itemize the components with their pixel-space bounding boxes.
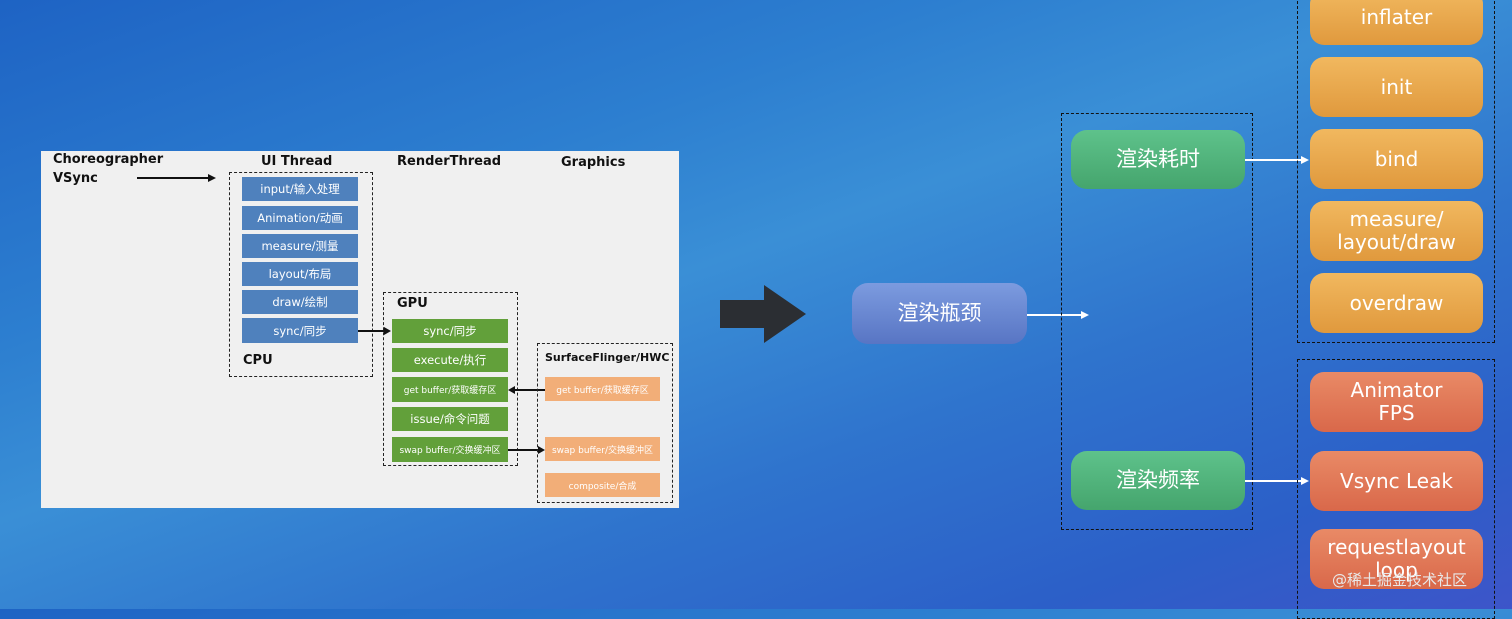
render-thread-header: RenderThread xyxy=(397,154,502,169)
sync-arrowhead xyxy=(384,327,391,335)
item-inflater: inflater xyxy=(1310,0,1483,45)
swap-buffer-arrowhead xyxy=(538,446,545,454)
time-items-group xyxy=(1297,0,1495,343)
sf-step-composite: composite/合成 xyxy=(545,473,660,497)
item-bind: bind xyxy=(1310,129,1483,189)
freq-connector-line xyxy=(1245,480,1301,482)
branch-rendering-frequency: 渲染频率 xyxy=(1071,451,1245,510)
gpu-group xyxy=(383,292,518,466)
cpu-group xyxy=(229,172,373,377)
sf-step-get-buffer: get buffer/获取缓存区 xyxy=(545,377,660,401)
ui-step-animation: Animation/动画 xyxy=(242,206,358,230)
get-buffer-arrowhead xyxy=(508,386,515,394)
get-buffer-arrow-line xyxy=(514,389,545,391)
branch-rendering-time: 渲染耗时 xyxy=(1071,130,1245,189)
root-node-rendering-bottleneck: 渲染瓶颈 xyxy=(852,283,1027,344)
ui-thread-header: UI Thread xyxy=(261,154,333,169)
gpu-step-swap-buffer: swap buffer/交换缓冲区 xyxy=(392,437,508,462)
surfaceflinger-group xyxy=(537,343,673,503)
freq-connector-arrowhead xyxy=(1301,477,1309,485)
item-vsync-leak: Vsync Leak xyxy=(1310,451,1483,511)
branch-group xyxy=(1061,113,1253,530)
big-right-arrow-icon xyxy=(720,285,806,343)
ui-step-input: input/输入处理 xyxy=(242,177,358,201)
item-init: init xyxy=(1310,57,1483,117)
vsync-arrowhead xyxy=(208,174,216,182)
gpu-step-issue: issue/命令问题 xyxy=(392,407,508,431)
graphics-header: Graphics xyxy=(561,155,626,170)
time-connector-line xyxy=(1245,159,1301,161)
gpu-label: GPU xyxy=(397,296,428,311)
item-requestlayout-loop: requestlayout loop xyxy=(1310,529,1483,589)
vsync-arrow-line xyxy=(137,177,209,179)
watermark-text: @稀土掘金技术社区 xyxy=(1332,571,1468,589)
root-connector-line xyxy=(1027,314,1081,316)
gpu-step-sync: sync/同步 xyxy=(392,319,508,343)
sf-step-swap-buffer: swap buffer/交换缓冲区 xyxy=(545,437,660,461)
ui-step-measure: measure/测量 xyxy=(242,234,358,258)
item-animator-fps: Animator FPS xyxy=(1310,372,1483,432)
choreographer-label: Choreographer xyxy=(53,152,164,167)
vsync-label: VSync xyxy=(53,171,98,186)
sync-arrow-line xyxy=(358,330,385,332)
gpu-step-get-buffer: get buffer/获取缓存区 xyxy=(392,377,508,402)
cpu-label: CPU xyxy=(243,353,273,368)
ui-step-layout: layout/布局 xyxy=(242,262,358,286)
item-overdraw: overdraw xyxy=(1310,273,1483,333)
time-connector-arrowhead xyxy=(1301,156,1309,164)
swap-buffer-arrow-line xyxy=(508,449,539,451)
root-connector-arrowhead xyxy=(1081,311,1089,319)
item-measure-layout-draw: measure/ layout/draw xyxy=(1310,201,1483,261)
ui-step-draw: draw/绘制 xyxy=(242,290,358,314)
gpu-step-execute: execute/执行 xyxy=(392,348,508,372)
surfaceflinger-label: SurfaceFlinger/HWC xyxy=(545,351,670,364)
ui-step-sync: sync/同步 xyxy=(242,318,358,343)
